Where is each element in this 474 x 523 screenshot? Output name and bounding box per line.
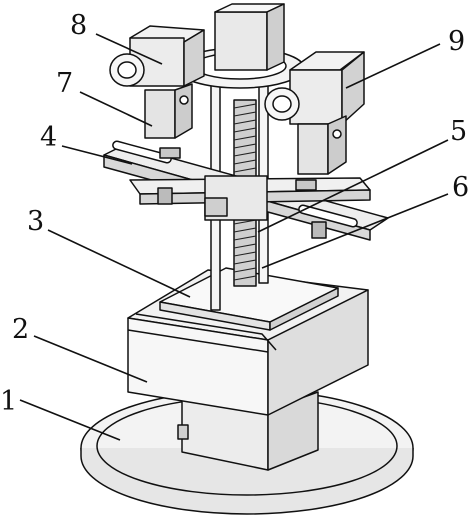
leader-1 — [19, 399, 121, 441]
leader-3 — [47, 229, 191, 298]
leader-5 — [257, 139, 449, 233]
leader-lines — [19, 33, 449, 441]
label-5: 5 — [450, 116, 467, 147]
label-7: 7 — [56, 68, 73, 99]
arm-bolts — [157, 147, 327, 239]
label-4: 4 — [40, 122, 57, 153]
left-camera — [109, 25, 205, 139]
leader-6 — [261, 193, 449, 269]
slider-block — [204, 175, 268, 221]
leader-7 — [79, 91, 153, 127]
leader-2 — [33, 335, 148, 383]
label-2: 2 — [12, 314, 29, 345]
part-labels: 1 2 3 4 5 6 7 8 9 — [0, 10, 469, 417]
top-ring — [175, 3, 305, 89]
label-9: 9 — [448, 26, 465, 57]
label-3: 3 — [27, 206, 44, 237]
top-plate — [159, 267, 339, 331]
label-8: 8 — [70, 10, 87, 41]
right-camera — [264, 51, 365, 175]
leader-4 — [61, 145, 133, 165]
label-1: 1 — [0, 386, 17, 417]
lead-screw — [233, 99, 257, 287]
leader-8 — [95, 33, 163, 65]
leader-9 — [345, 43, 441, 89]
label-6: 6 — [452, 172, 469, 203]
